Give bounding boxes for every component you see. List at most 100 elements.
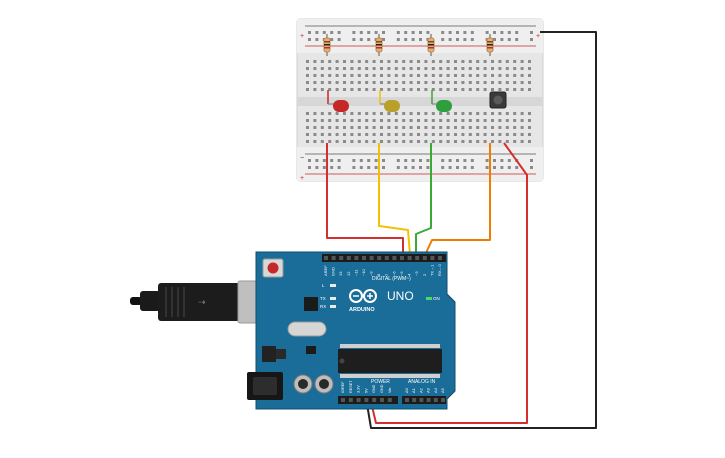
breadboard[interactable]: + + + − [296,18,544,182]
breadboard-hole[interactable] [431,133,435,136]
breadboard-hole[interactable] [409,60,413,63]
breadboard-hole[interactable] [365,88,369,91]
rail-hole[interactable] [530,166,533,169]
rail-hole[interactable] [404,166,408,169]
breadboard-hole[interactable] [454,119,457,122]
breadboard-hole[interactable] [365,133,369,136]
breadboard-hole[interactable] [520,60,524,63]
breadboard-hole[interactable] [320,126,324,129]
breadboard-hole[interactable] [446,88,450,91]
rail-hole[interactable] [411,166,415,169]
rail-hole[interactable] [359,159,363,162]
breadboard-hole[interactable] [306,112,309,115]
rail-hole[interactable] [315,159,319,162]
breadboard-hole[interactable] [320,119,324,122]
breadboard-hole[interactable] [387,81,391,84]
breadboard-hole[interactable] [461,81,465,84]
breadboard-hole[interactable] [446,67,450,70]
breadboard-hole[interactable] [476,126,480,129]
breadboard-hole[interactable] [320,60,324,63]
breadboard-hole[interactable] [409,74,413,77]
breadboard-hole[interactable] [372,112,376,115]
breadboard-hole[interactable] [343,112,346,115]
breadboard-hole[interactable] [431,60,435,63]
digital-pin-socket[interactable] [384,256,389,260]
resistor-1[interactable] [323,34,331,56]
breadboard-hole[interactable] [424,60,428,63]
rail-hole[interactable] [352,38,356,41]
rail-hole[interactable] [419,31,422,34]
breadboard-hole[interactable] [402,88,406,91]
rail-hole[interactable] [456,166,459,169]
breadboard-hole[interactable] [528,81,531,84]
rail-hole[interactable] [315,166,319,169]
wire-red-led[interactable] [326,143,404,255]
breadboard-hole[interactable] [306,74,309,77]
breadboard-hole[interactable] [328,81,332,84]
breadboard-hole[interactable] [372,60,376,63]
wire-button-signal[interactable] [424,143,491,256]
breadboard-hole[interactable] [350,81,354,84]
breadboard-hole[interactable] [372,88,376,91]
rail-hole[interactable] [374,159,378,162]
rail-hole[interactable] [470,159,474,162]
breadboard-hole[interactable] [483,126,487,129]
breadboard-hole[interactable] [505,126,509,129]
breadboard-hole[interactable] [372,140,376,143]
breadboard-hole[interactable] [350,119,354,122]
breadboard-hole[interactable] [320,81,324,84]
breadboard-hole[interactable] [446,81,450,84]
rail-hole[interactable] [315,31,319,34]
rail-hole[interactable] [330,166,334,169]
breadboard-hole[interactable] [491,88,494,91]
rail-hole[interactable] [322,166,326,169]
breadboard-hole[interactable] [439,112,443,115]
breadboard-hole[interactable] [520,119,524,122]
breadboard-hole[interactable] [387,112,391,115]
breadboard-hole[interactable] [468,140,472,143]
breadboard-hole[interactable] [357,88,361,91]
pushbutton[interactable] [489,91,507,109]
breadboard-hole[interactable] [357,140,361,143]
rail-hole[interactable] [337,166,341,169]
breadboard-hole[interactable] [439,140,443,143]
rail-hole[interactable] [374,166,378,169]
breadboard-hole[interactable] [306,67,309,70]
digital-pin-socket[interactable] [430,256,435,260]
breadboard-hole[interactable] [387,119,391,122]
breadboard-hole[interactable] [394,140,398,143]
breadboard-hole[interactable] [491,140,494,143]
analog-pin-socket[interactable] [412,398,417,402]
power-pin-socket[interactable] [364,398,369,402]
breadboard-hole[interactable] [446,119,450,122]
breadboard-hole[interactable] [424,126,428,129]
breadboard-hole[interactable] [468,119,472,122]
breadboard-hole[interactable] [409,140,413,143]
breadboard-hole[interactable] [313,60,317,63]
rail-hole[interactable] [426,166,430,169]
breadboard-hole[interactable] [446,133,450,136]
rail-hole[interactable] [493,159,496,162]
breadboard-hole[interactable] [350,140,354,143]
breadboard-hole[interactable] [328,67,332,70]
rail-hole[interactable] [411,31,415,34]
breadboard-hole[interactable] [320,133,324,136]
breadboard-hole[interactable] [505,140,509,143]
breadboard-hole[interactable] [439,88,443,91]
rail-hole[interactable] [367,38,371,41]
breadboard-hole[interactable] [350,112,354,115]
breadboard-hole[interactable] [431,81,435,84]
rail-hole[interactable] [308,159,311,162]
breadboard-hole[interactable] [365,67,369,70]
rail-hole[interactable] [426,159,430,162]
breadboard-hole[interactable] [417,140,420,143]
breadboard-hole[interactable] [343,74,346,77]
breadboard-hole[interactable] [320,67,324,70]
digital-pin-sockets[interactable] [324,256,442,260]
breadboard-hole[interactable] [357,119,361,122]
breadboard-hole[interactable] [468,74,472,77]
breadboard-hole[interactable] [513,81,517,84]
rail-hole[interactable] [485,159,489,162]
rail-hole[interactable] [507,159,511,162]
